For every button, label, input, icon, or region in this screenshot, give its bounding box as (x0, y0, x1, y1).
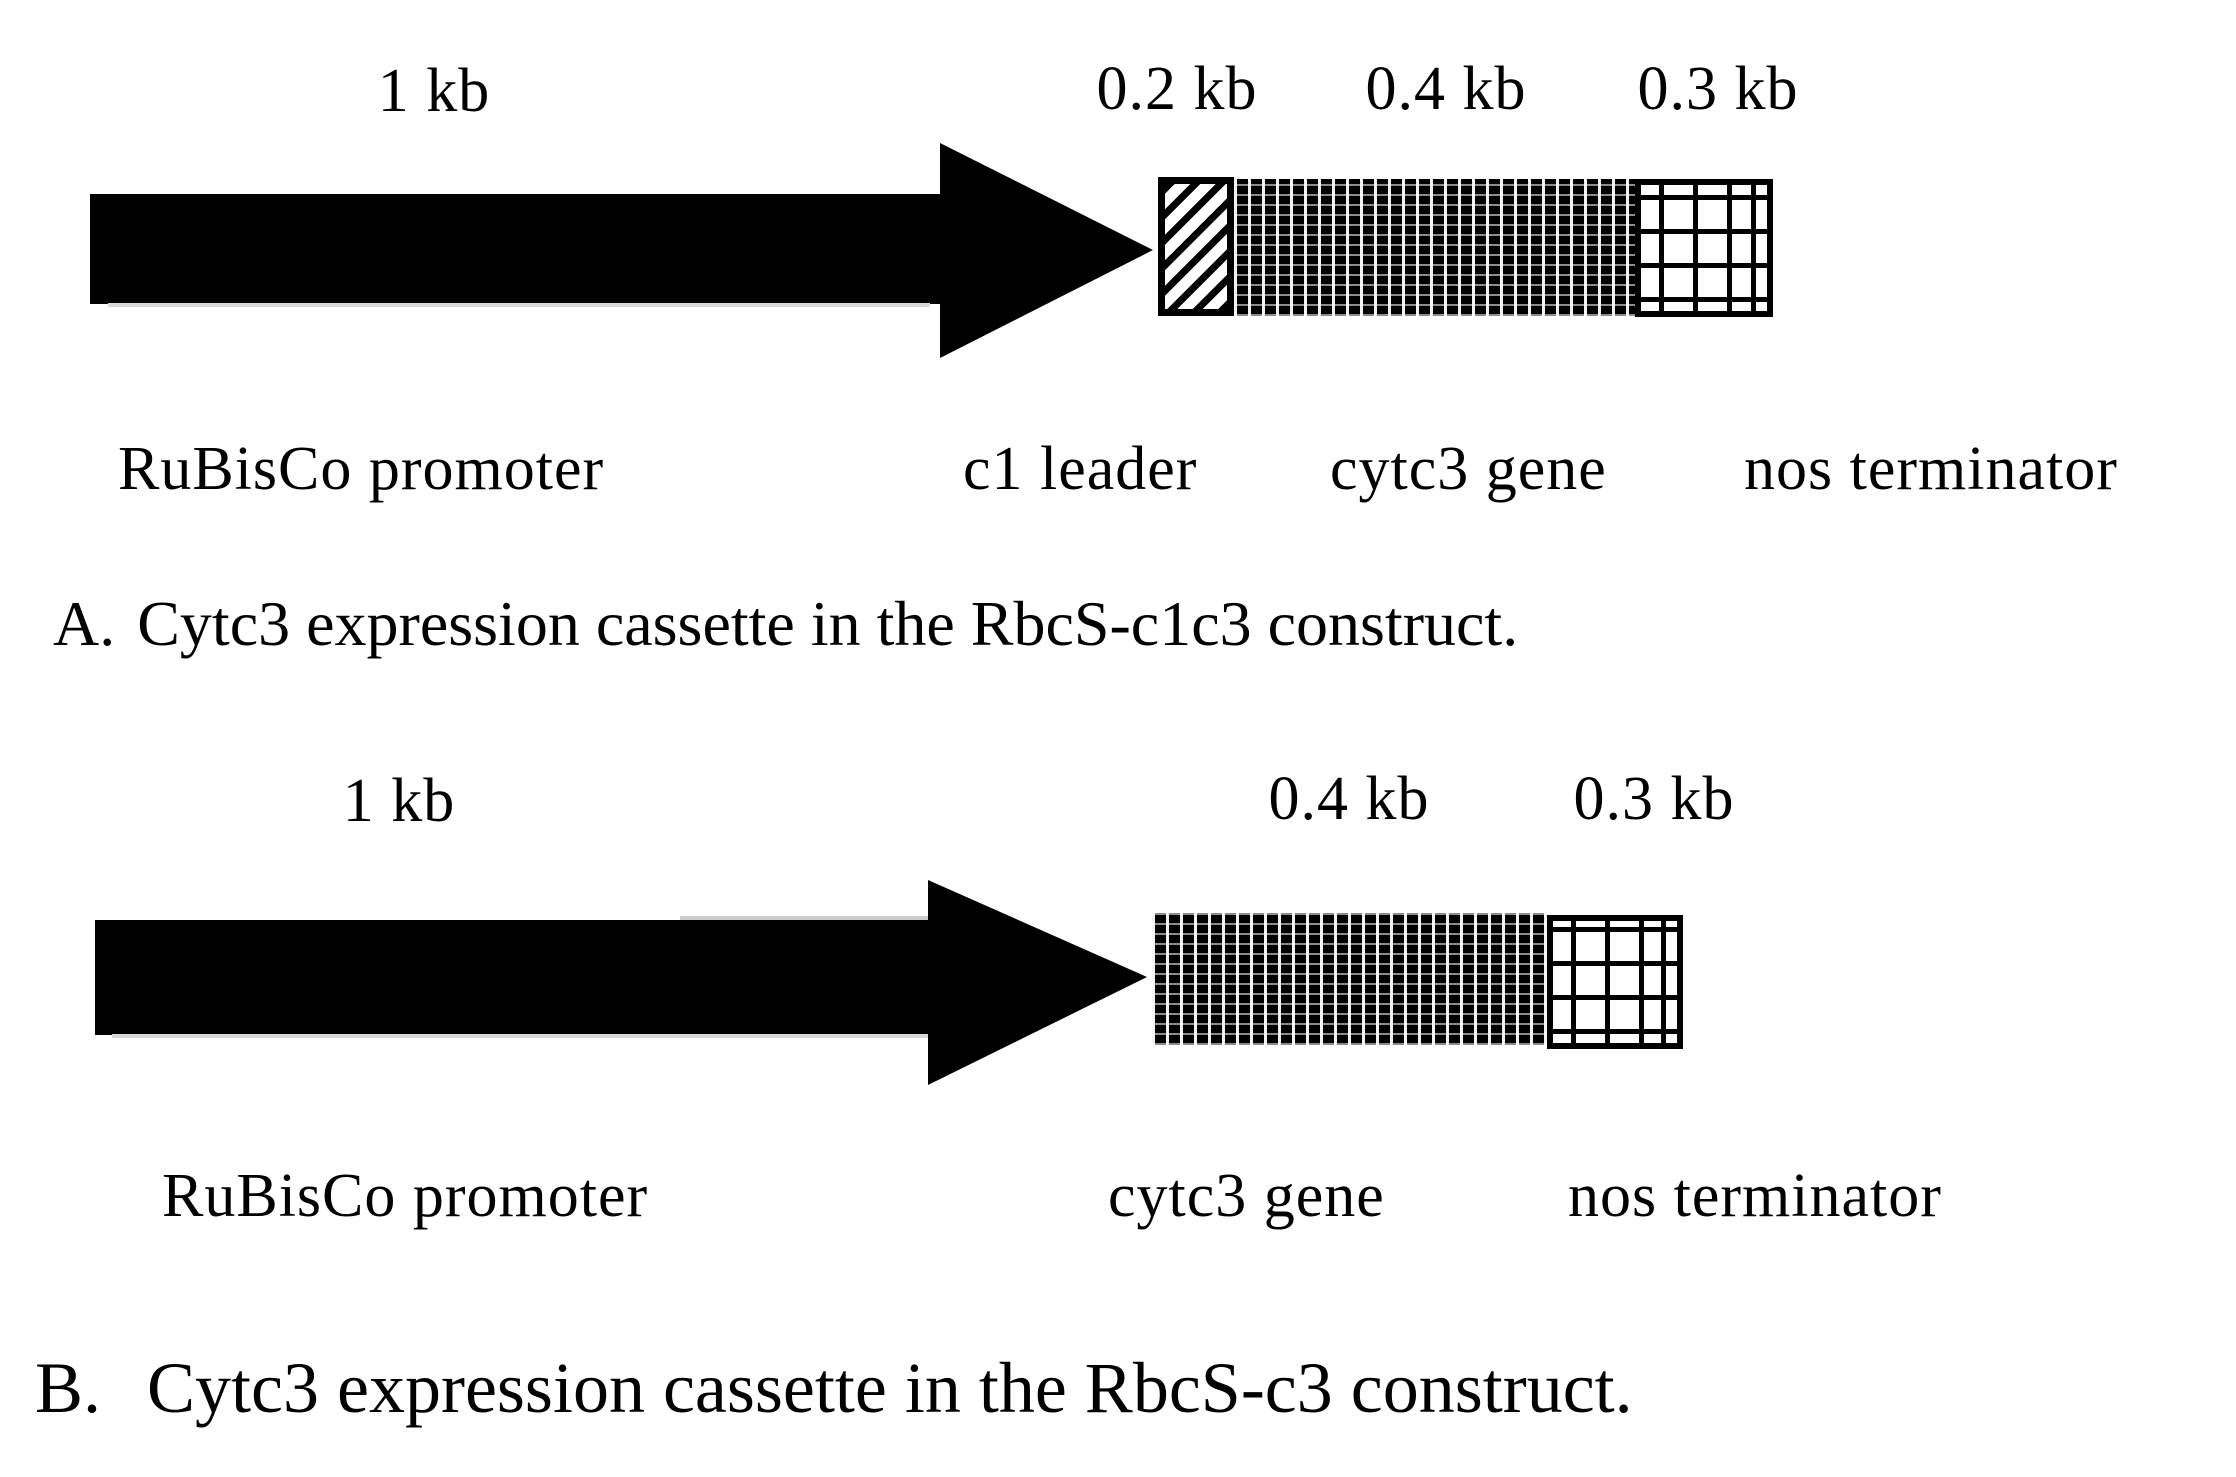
cytc3-gene-box-a (1234, 179, 1635, 316)
label-cytc3-gene-b: cytc3 gene (1108, 1162, 1385, 1230)
size-label-promoter-b: 1 kb (342, 767, 456, 835)
promoter-arrowhead-b (928, 880, 1147, 1085)
caption-a: A.Cytc3 expression cassette in the RbcS-… (53, 592, 1518, 656)
promoter-arrowhead-a (940, 143, 1153, 358)
promoter-arrow-body-b (95, 920, 928, 1035)
caption-b-letter: B. (35, 1348, 102, 1428)
nos-terminator-box-a (1635, 179, 1773, 317)
label-nos-terminator-b: nos terminator (1568, 1162, 1942, 1230)
label-cytc3-gene-a: cytc3 gene (1330, 435, 1607, 503)
size-label-cytc3-gene-a: 0.4 kb (1365, 55, 1527, 123)
nos-terminator-box-b (1547, 915, 1683, 1049)
size-label-cytc3-gene-b: 0.4 kb (1268, 765, 1430, 833)
caption-b-text: Cytc3 expression cassette in the RbcS-c3… (147, 1348, 1633, 1428)
caption-b: B.Cytc3 expression cassette in the RbcS-… (35, 1352, 1633, 1424)
label-c1-leader: c1 leader (963, 435, 1198, 503)
label-rubisco-promoter-a: RuBisCo promoter (118, 435, 605, 503)
promoter-arrow-shadow-b (112, 1034, 928, 1038)
cytc3-gene-box-b (1152, 913, 1547, 1045)
caption-a-letter: A. (53, 588, 116, 659)
label-nos-terminator-a: nos terminator (1744, 435, 2118, 503)
c1-leader-box (1158, 177, 1234, 316)
size-label-nos-terminator-a: 0.3 kb (1637, 55, 1799, 123)
size-label-promoter-a: 1 kb (377, 57, 491, 125)
caption-a-text: Cytc3 expression cassette in the RbcS-c1… (137, 588, 1519, 659)
label-rubisco-promoter-b: RuBisCo promoter (162, 1162, 649, 1230)
promoter-arrow-shadow-a (108, 303, 930, 307)
size-label-nos-terminator-b: 0.3 kb (1573, 765, 1735, 833)
size-label-c1-leader: 0.2 kb (1096, 55, 1258, 123)
promoter-arrow-body-a (90, 194, 940, 304)
promoter-arrow-top-shadow-b (680, 916, 928, 920)
